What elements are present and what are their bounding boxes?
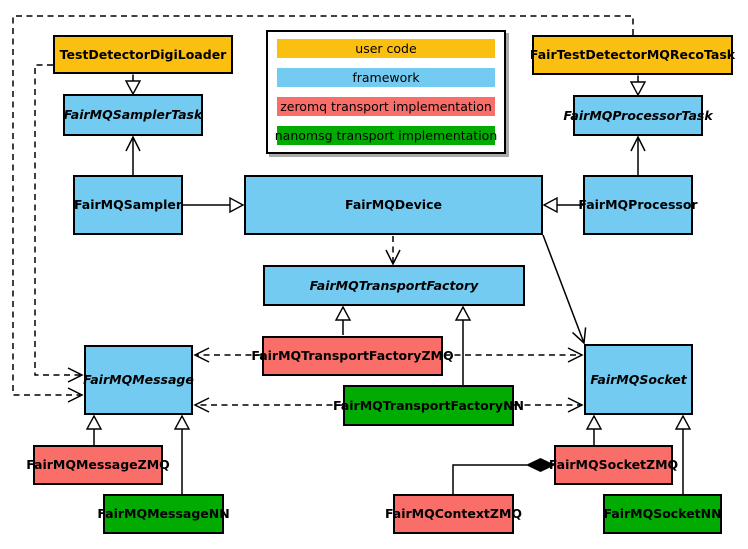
- edge-digiloader-samplertask-generalization: [124, 74, 142, 96]
- legend-item-nanomsg: nanomsg transport implementation: [274, 126, 498, 145]
- open-arrowhead-icon: [385, 249, 401, 266]
- edge-factorynn-socket-dependency: [514, 397, 584, 413]
- generalization-arrowhead-icon: [585, 414, 603, 430]
- generalization-arrowhead-icon: [124, 80, 142, 96]
- class-box-fairmqmessage: FairMQMessage: [83, 345, 194, 415]
- class-box-fairmqmessagezmq: FairMQMessageZMQ: [26, 445, 170, 485]
- class-box-fairmqcontextzmq: FairMQContextZMQ: [385, 494, 522, 534]
- open-arrowhead-icon: [567, 347, 584, 363]
- generalization-arrowhead-icon: [542, 196, 558, 214]
- edge-messagenn-message-generalization: [173, 414, 191, 494]
- class-box-fairmqprocessortask: FairMQProcessorTask: [563, 95, 713, 136]
- edge-factorynn-message-dependency: [193, 397, 343, 413]
- edge-device-socket-association: [542, 234, 587, 345]
- class-box-fairtestdetectormqrecotask: FairTestDetectorMQRecoTask: [530, 35, 735, 75]
- edge-contextzmq-socketzmq-composition: [452, 457, 556, 494]
- edge-sampler-samplertask-association: [125, 135, 141, 175]
- open-arrowhead-icon: [567, 397, 584, 413]
- class-box-fairmqsocketnn: FairMQSocketNN: [603, 494, 722, 534]
- generalization-arrowhead-icon: [173, 414, 191, 430]
- edge-processor-processortask-association: [630, 135, 646, 175]
- edge-factoryzmq-transportfactory-generalization: [334, 305, 352, 335]
- generalization-arrowhead-icon: [85, 414, 103, 430]
- class-box-fairmqtransportfactoryzmq: FairMQTransportFactoryZMQ: [251, 336, 454, 376]
- generalization-arrowhead-icon: [674, 414, 692, 430]
- generalization-arrowhead-icon: [334, 305, 352, 321]
- generalization-arrowhead-icon: [229, 196, 245, 214]
- edge-messagezmq-message-generalization: [85, 414, 103, 445]
- open-arrowhead-icon: [125, 135, 141, 152]
- legend-item-user-code: user code: [277, 39, 495, 58]
- class-box-fairmqsampler: FairMQSampler: [73, 175, 183, 235]
- open-arrowhead-icon: [193, 397, 210, 413]
- class-box-fairmqtransportfactory: FairMQTransportFactory: [263, 265, 525, 306]
- generalization-arrowhead-icon: [629, 81, 647, 97]
- edge-recotask-processortask-generalization: [629, 75, 647, 97]
- class-box-fairmqsocket: FairMQSocket: [584, 344, 693, 415]
- class-box-fairmqmessagenn: FairMQMessageNN: [97, 494, 230, 534]
- legend-item-framework: framework: [277, 68, 495, 87]
- class-box-fairmqdevice: FairMQDevice: [244, 175, 543, 235]
- open-arrowhead-icon: [630, 135, 646, 152]
- class-box-testdetectordigiloader: TestDetectorDigiLoader: [53, 35, 233, 74]
- open-arrowhead-icon: [193, 347, 210, 363]
- generalization-arrowhead-icon: [454, 305, 472, 321]
- edge-socketnn-socket-generalization: [674, 414, 692, 494]
- class-box-fairmqsocketzmq: FairMQSocketZMQ: [549, 445, 678, 485]
- edge-sampler-device-generalization: [183, 196, 245, 214]
- class-box-fairmqtransportfactorynn: FairMQTransportFactoryNN: [333, 385, 524, 426]
- edge-digiloader-message-dependency: [34, 64, 84, 383]
- open-arrowhead-icon: [571, 327, 587, 345]
- edge-processor-device-generalization: [542, 196, 583, 214]
- edge-factoryzmq-socket-dependency: [444, 347, 584, 363]
- open-arrowhead-icon: [67, 367, 84, 383]
- class-box-fairmqsamplertask: FairMQSamplerTask: [63, 94, 203, 136]
- open-arrowhead-icon: [67, 387, 84, 403]
- edge-factoryzmq-message-dependency: [193, 347, 262, 363]
- edge-recotask-message-dependency: [12, 15, 634, 403]
- class-box-fairmqprocessor: FairMQProcessor: [578, 175, 698, 235]
- edge-socketzmq-socket-generalization: [585, 414, 603, 445]
- edge-factorynn-transportfactory-generalization: [454, 305, 472, 385]
- legend-item-zeromq: zeromq transport implementation: [277, 97, 495, 116]
- legend: user code framework zeromq transport imp…: [266, 30, 506, 154]
- edge-device-transportfactory-dependency: [385, 236, 401, 266]
